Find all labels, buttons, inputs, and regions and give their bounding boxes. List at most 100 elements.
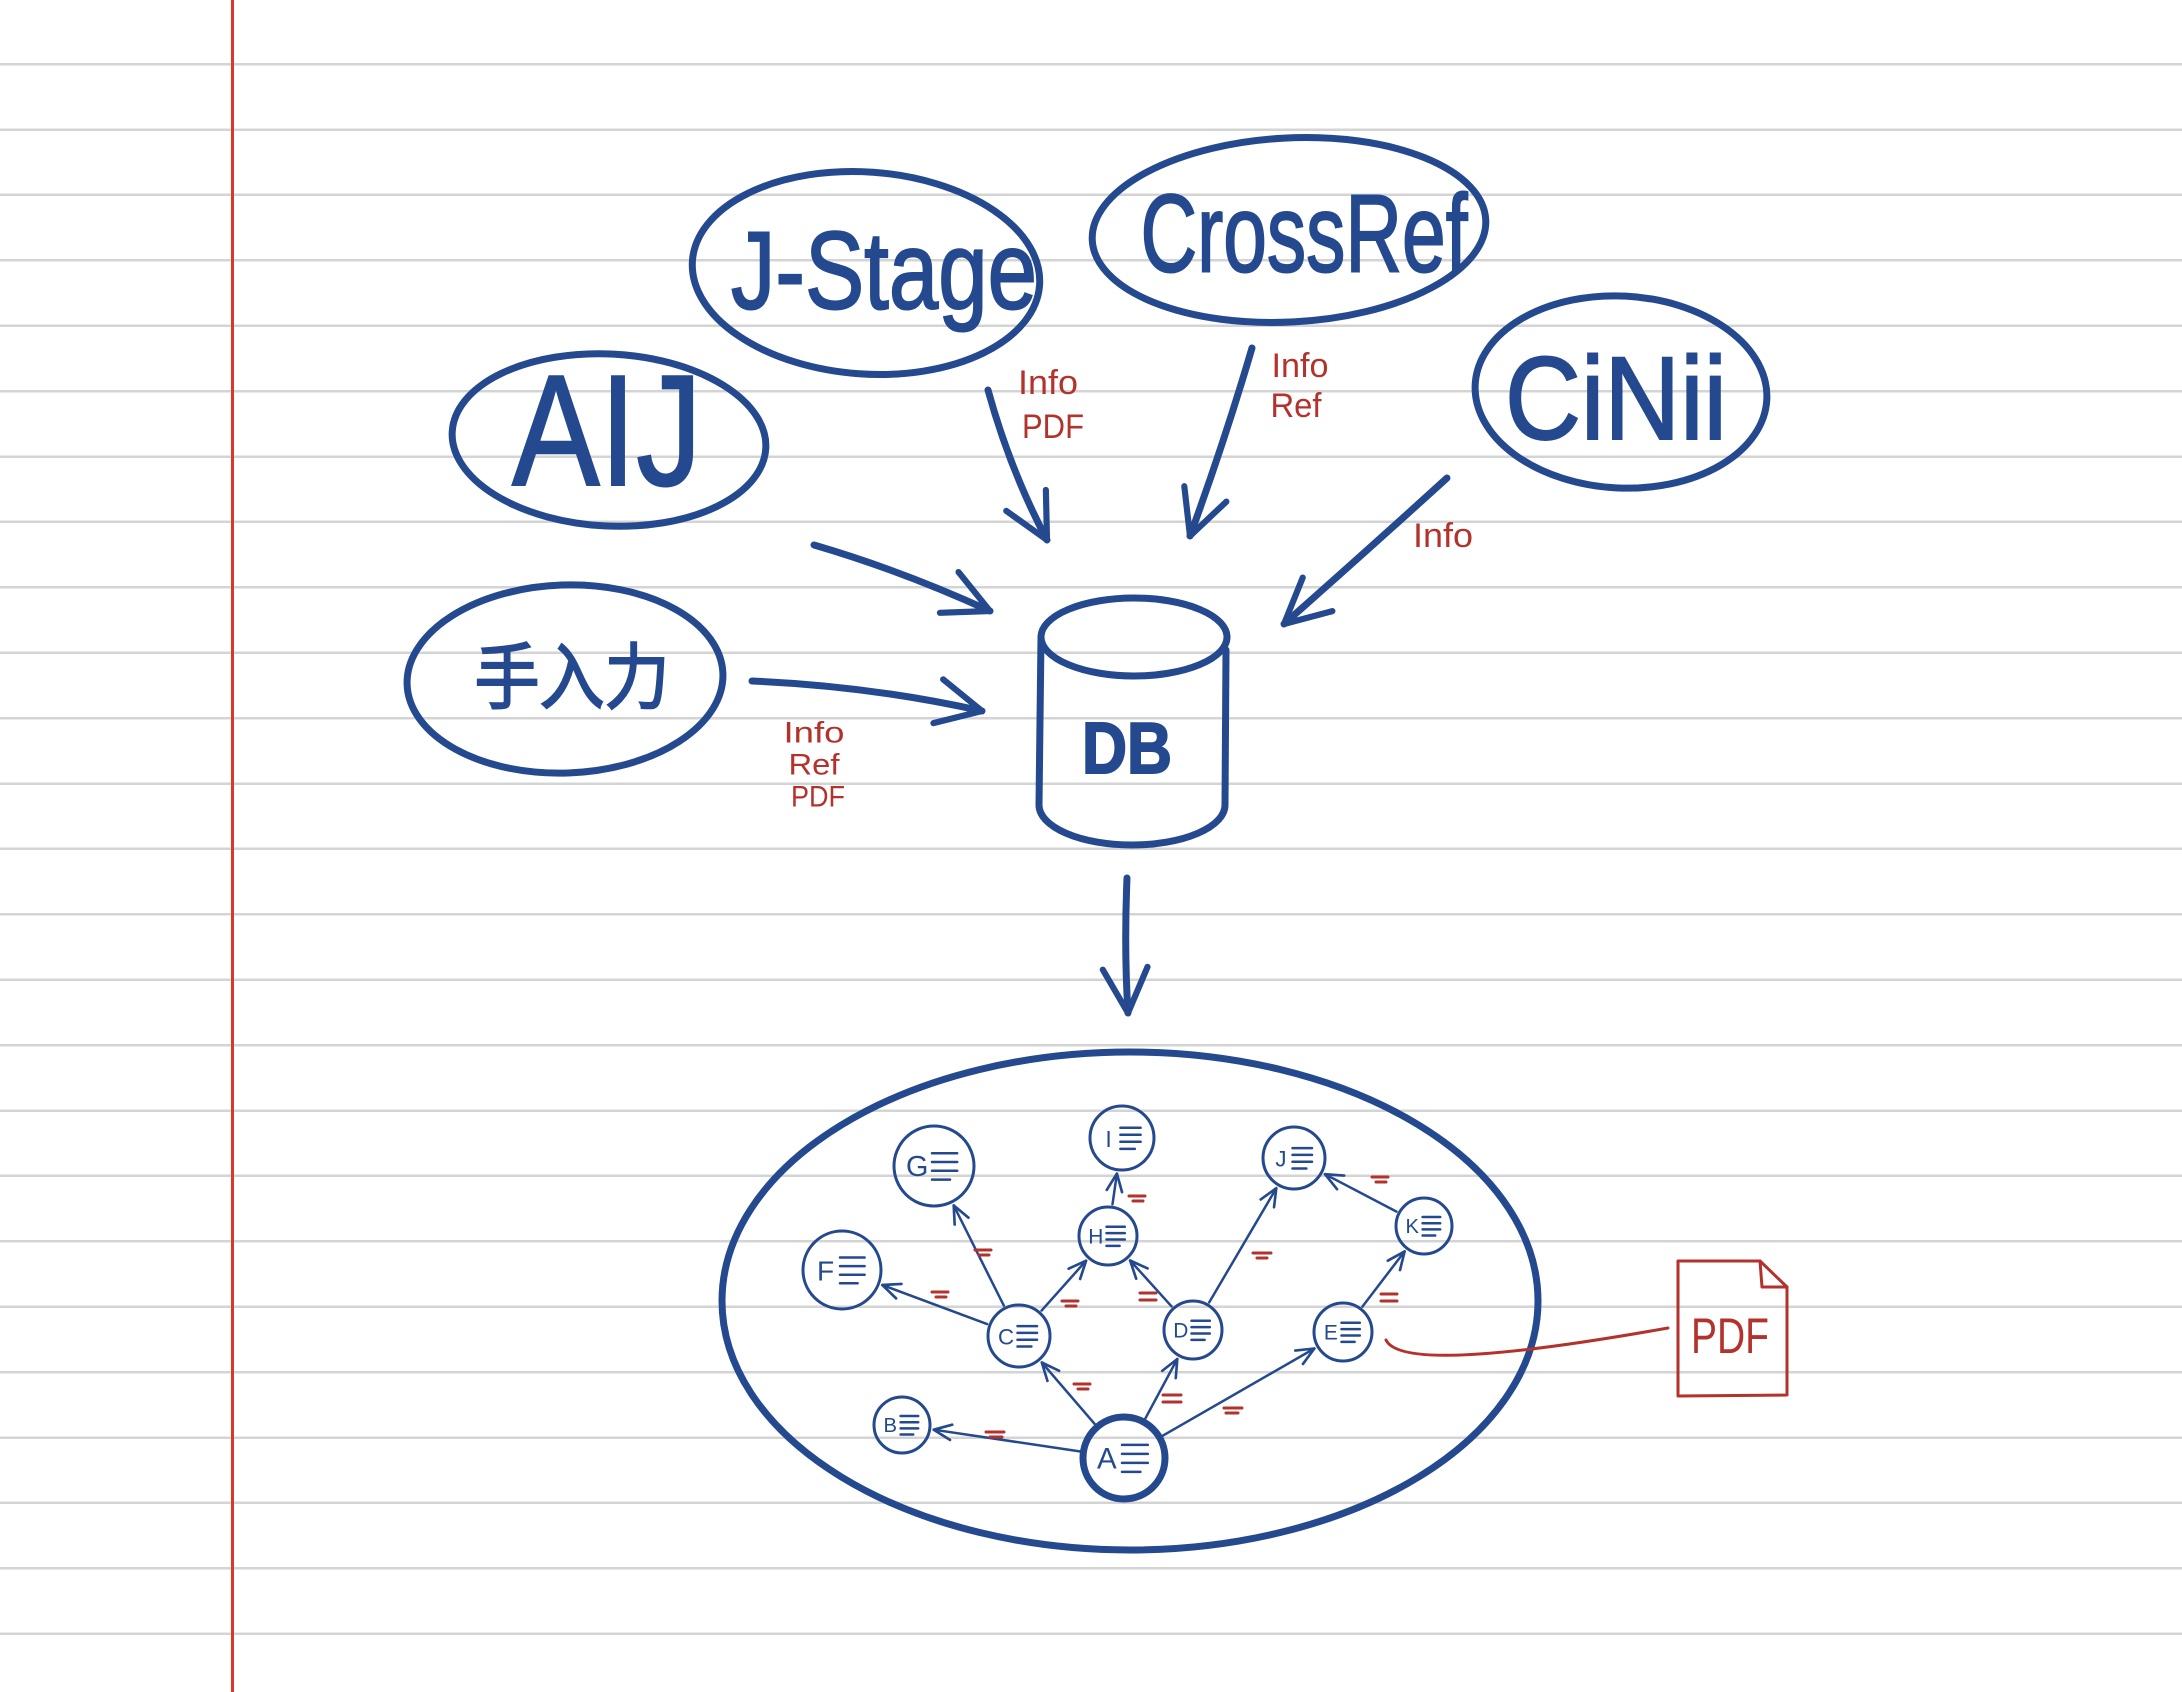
- source-label-crossref: CrossRef: [1141, 173, 1468, 296]
- database-label: DB: [1082, 709, 1172, 789]
- graph-node-i: I: [1088, 1104, 1156, 1172]
- node-ring: [1079, 1413, 1169, 1503]
- source-crossref: CrossRef: [1088, 134, 1490, 326]
- graph-edge-h-to-i: [1105, 1172, 1124, 1206]
- node-text-lines: [1291, 1146, 1314, 1170]
- graph-edge-a-to-d: [1143, 1357, 1179, 1421]
- pdf-document-label: PDF: [1691, 1308, 1769, 1364]
- source-bubble-aij: [448, 350, 770, 530]
- source-label-aij: AIJ: [512, 343, 702, 519]
- source-aij: AIJ: [448, 342, 770, 530]
- node-text-lines: [1120, 1443, 1150, 1474]
- graph-edge-a-to-e: [1160, 1347, 1316, 1438]
- node-ring: [872, 1395, 932, 1455]
- source-jstage: J-Stage: [688, 168, 1044, 378]
- node-ring: [1088, 1104, 1156, 1172]
- node-text-lines: [1421, 1215, 1442, 1237]
- graph-edges: [880, 1172, 1406, 1453]
- source-label-jstage: J-Stage: [731, 210, 1037, 333]
- manual-entry-provides-label: PDF: [791, 781, 845, 814]
- node-text-lines: [1119, 1126, 1142, 1151]
- graph-node-b: B: [872, 1395, 932, 1455]
- node-text-lines: [838, 1256, 866, 1285]
- node-ring: [892, 1124, 976, 1208]
- node-ring: [1394, 1196, 1454, 1256]
- cinii-provides-label: Info: [1413, 517, 1473, 555]
- pdf-page-outline: [1676, 1259, 1789, 1398]
- source-bubble-manual-entry: [403, 581, 727, 777]
- node-ring: [986, 1303, 1052, 1369]
- database-cylinder-body: [1035, 633, 1230, 849]
- crossref-provides-label: Info: [1272, 347, 1329, 385]
- node-label: H: [1088, 1226, 1103, 1249]
- graph-edge-d-to-j: [1207, 1186, 1278, 1304]
- node-label: D: [1173, 1320, 1188, 1343]
- citation-marks: [930, 1175, 1399, 1439]
- graph-edge-c-to-h: [1040, 1259, 1088, 1312]
- node-label: C: [998, 1325, 1014, 1350]
- node-label: J: [1275, 1147, 1286, 1172]
- graph-node-g: G: [892, 1124, 976, 1208]
- manual-entry-provides-label: Ref: [789, 749, 841, 782]
- node-text-lines: [930, 1151, 959, 1181]
- node-text-lines: [899, 1414, 920, 1436]
- source-label-manual-entry: 手入力: [475, 636, 670, 720]
- arrow-cinii-to-db: [1280, 474, 1451, 628]
- graph-node-e: E: [1312, 1301, 1374, 1363]
- margin-line: [231, 0, 234, 1692]
- source-manual-entry: 手入力: [403, 581, 727, 777]
- database-cylinder: DB: [1035, 594, 1231, 849]
- source-bubble-crossref: [1088, 134, 1490, 326]
- manual-entry-provides-label: Info: [784, 717, 845, 750]
- graph-node-h: H: [1077, 1205, 1139, 1267]
- node-label: F: [817, 1256, 834, 1287]
- node-ring: [1162, 1299, 1224, 1361]
- graph-nodes: A B C D E F G: [801, 1104, 1454, 1503]
- graph-edge-d-to-h: [1128, 1259, 1173, 1308]
- node-text-lines: [1016, 1324, 1039, 1348]
- pdf-document-icon: PDF: [1676, 1259, 1789, 1398]
- node-label: I: [1105, 1126, 1111, 1152]
- graph-node-a: A: [1079, 1413, 1169, 1503]
- arrow-crossref-to-db: [1181, 344, 1256, 540]
- pdf-link-line: [1384, 1326, 1670, 1357]
- graph-node-f: F: [801, 1229, 883, 1311]
- node-ring: [1077, 1205, 1139, 1267]
- graph-node-k: K: [1394, 1196, 1454, 1256]
- arrow-jstage-to-db: [984, 386, 1051, 544]
- source-bubble-jstage: [688, 168, 1044, 378]
- arrow-db-to-graph: [1099, 874, 1151, 1017]
- node-ring: [1312, 1301, 1374, 1363]
- node-label: G: [906, 1151, 928, 1183]
- node-ring: [1261, 1125, 1327, 1191]
- graph-container-ellipse: [718, 1048, 1542, 1554]
- crossref-provides-label: Ref: [1271, 387, 1323, 425]
- node-text-lines: [1105, 1225, 1127, 1248]
- graph-edge-a-to-c: [1040, 1361, 1097, 1426]
- source-arrows: [748, 344, 1451, 727]
- source-bubble-cinii: [1471, 292, 1771, 492]
- node-label: B: [883, 1415, 896, 1437]
- pdf-page-fold: [1758, 1259, 1789, 1289]
- source-label-cinii: CiNii: [1505, 333, 1727, 465]
- data-type-labels: Info PDF Info Ref Info Info Ref PDF: [784, 347, 1474, 814]
- graph-node-c: C: [986, 1303, 1052, 1369]
- node-label: A: [1097, 1443, 1117, 1476]
- graph-edge-k-to-j: [1323, 1172, 1398, 1213]
- arrow-aij-to-db: [810, 541, 994, 616]
- database-cylinder-top: [1037, 594, 1231, 680]
- graph-node-j: J: [1261, 1125, 1327, 1191]
- graph-edge-a-to-b: [932, 1423, 1082, 1453]
- node-text-lines: [1340, 1321, 1362, 1344]
- node-text-lines: [1190, 1319, 1212, 1342]
- jstage-provides-label: PDF: [1022, 408, 1084, 446]
- node-ring: [801, 1229, 883, 1311]
- node-label: K: [1405, 1216, 1419, 1238]
- source-cinii: CiNii: [1471, 292, 1771, 492]
- node-label: E: [1324, 1322, 1338, 1345]
- graph-edge-c-to-f: [880, 1282, 989, 1326]
- arrow-manual-entry-to-db: [748, 676, 986, 727]
- jstage-provides-label: Info: [1018, 364, 1078, 402]
